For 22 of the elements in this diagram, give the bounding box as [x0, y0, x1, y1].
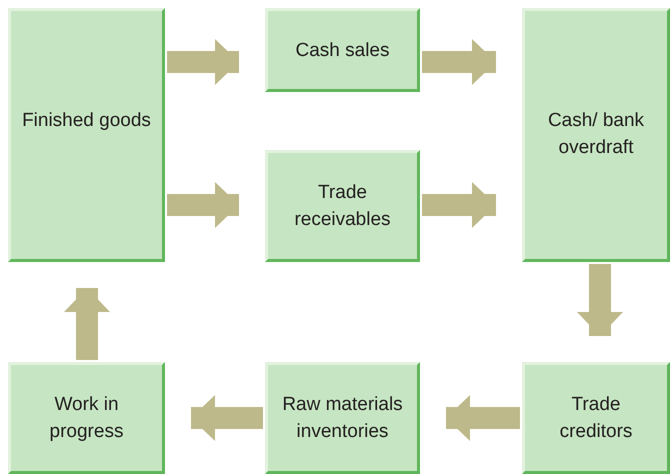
block-arrow	[191, 395, 263, 441]
box-label: Trade creditors	[558, 393, 634, 444]
box-label: Cash sales	[296, 38, 390, 62]
process-box	[265, 150, 420, 262]
box-label: Cash/ bank overdraft	[546, 109, 646, 160]
process-box	[265, 362, 420, 474]
process-box	[265, 8, 420, 92]
block-arrow	[167, 39, 239, 85]
process-box	[522, 8, 670, 262]
block-arrow	[446, 395, 520, 441]
process-box	[8, 8, 165, 262]
process-box	[8, 362, 165, 474]
box-label: Raw materials inventories	[281, 393, 404, 444]
block-arrow	[167, 182, 239, 228]
box-label: Trade receivables	[293, 181, 392, 232]
box-label: Work in progress	[48, 393, 124, 444]
block-arrow	[577, 264, 623, 336]
box-label: Finished goods	[22, 109, 151, 133]
block-arrow	[422, 182, 496, 228]
process-box	[522, 362, 670, 474]
block-arrow	[64, 288, 110, 360]
block-arrow	[422, 39, 496, 85]
